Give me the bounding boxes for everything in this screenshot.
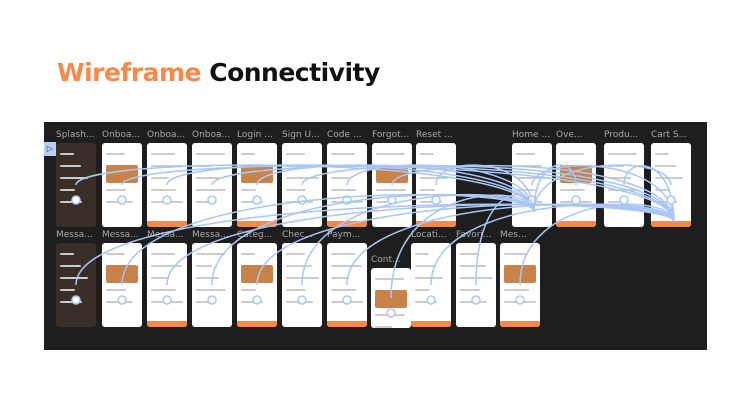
play-flow-icon[interactable]: ▷ — [44, 142, 56, 156]
connection-handle — [297, 195, 307, 205]
title-rest: Connectivity — [209, 58, 380, 87]
connection-lines — [71, 164, 676, 318]
connection-line — [475, 193, 535, 286]
frame-label[interactable]: Messa... — [192, 230, 229, 240]
frame-label[interactable]: Code ... — [327, 130, 362, 140]
frame-label[interactable]: Home ... — [512, 130, 551, 140]
frame-label[interactable]: Messa... — [102, 230, 139, 240]
connection-handle — [71, 195, 81, 205]
connection-line — [533, 164, 577, 213]
wireframe-screen[interactable] — [237, 143, 277, 227]
connection-handle — [571, 195, 581, 205]
connection-line — [166, 203, 675, 286]
connection-handle — [71, 295, 81, 305]
frame-label[interactable]: Splash... — [56, 130, 95, 140]
connection-line — [430, 203, 675, 286]
connection-line — [75, 203, 675, 286]
connection-line — [391, 165, 675, 223]
connection-line — [301, 165, 675, 223]
connection-handle — [515, 295, 525, 305]
connection-line — [346, 164, 535, 213]
connection-line — [390, 194, 535, 299]
frame-label[interactable]: Categ... — [237, 230, 273, 240]
frame-label[interactable]: Login ... — [237, 130, 273, 140]
frame-label[interactable]: Cont... — [371, 255, 401, 265]
connection-line — [301, 193, 535, 286]
connection-line — [519, 203, 675, 286]
connection-handle — [207, 195, 217, 205]
connection-handle — [162, 295, 172, 305]
title-highlight: Wireframe — [57, 58, 202, 87]
frame-label[interactable]: Reset ... — [416, 130, 453, 140]
frame-label[interactable]: Cart S... — [651, 130, 688, 140]
connection-handle — [162, 195, 172, 205]
frame-label[interactable]: Messa... — [56, 230, 93, 240]
connection-handle — [117, 295, 127, 305]
frame-label[interactable]: Onboa... — [102, 130, 141, 140]
frame-label[interactable]: Mes... — [500, 230, 527, 240]
connection-line — [533, 164, 672, 213]
frame-label[interactable]: Produ... — [604, 130, 639, 140]
frame-label[interactable]: Forgot... — [372, 130, 410, 140]
wireframe-screen[interactable] — [237, 243, 277, 327]
connection-line — [211, 193, 535, 286]
connection-handle — [342, 295, 352, 305]
frame-label[interactable]: Sign U... — [282, 130, 320, 140]
connection-handle — [207, 295, 217, 305]
frame-label[interactable]: Chec... — [282, 230, 314, 240]
connection-line — [435, 164, 535, 213]
connection-line — [121, 165, 675, 223]
wireframe-screen[interactable] — [456, 243, 496, 327]
connection-handle — [252, 295, 262, 305]
connection-handle — [666, 195, 676, 205]
connection-handle — [471, 295, 481, 305]
connection-handle — [426, 295, 436, 305]
connection-line — [121, 193, 535, 286]
frame-label[interactable]: Locati... — [411, 230, 447, 240]
frame-label[interactable]: Favori... — [456, 230, 492, 240]
connection-line — [346, 203, 675, 286]
connection-handle — [619, 195, 629, 205]
frame-label[interactable]: Onboa... — [147, 130, 186, 140]
connection-handle — [252, 195, 262, 205]
frame-label[interactable]: Onboa... — [192, 130, 231, 140]
connection-handle — [386, 308, 396, 318]
prototype-canvas[interactable]: ▷ Splash... Onboa... Onboa... Onboa... Login… — [44, 122, 707, 350]
frame-label[interactable]: Paym... — [327, 230, 361, 240]
frame-label[interactable]: Ove... — [556, 130, 583, 140]
connection-handle — [297, 295, 307, 305]
connection-line — [256, 203, 675, 286]
connection-line — [211, 165, 675, 223]
page-title: Wireframe Connectivity — [57, 58, 380, 87]
connection-handle — [117, 195, 127, 205]
